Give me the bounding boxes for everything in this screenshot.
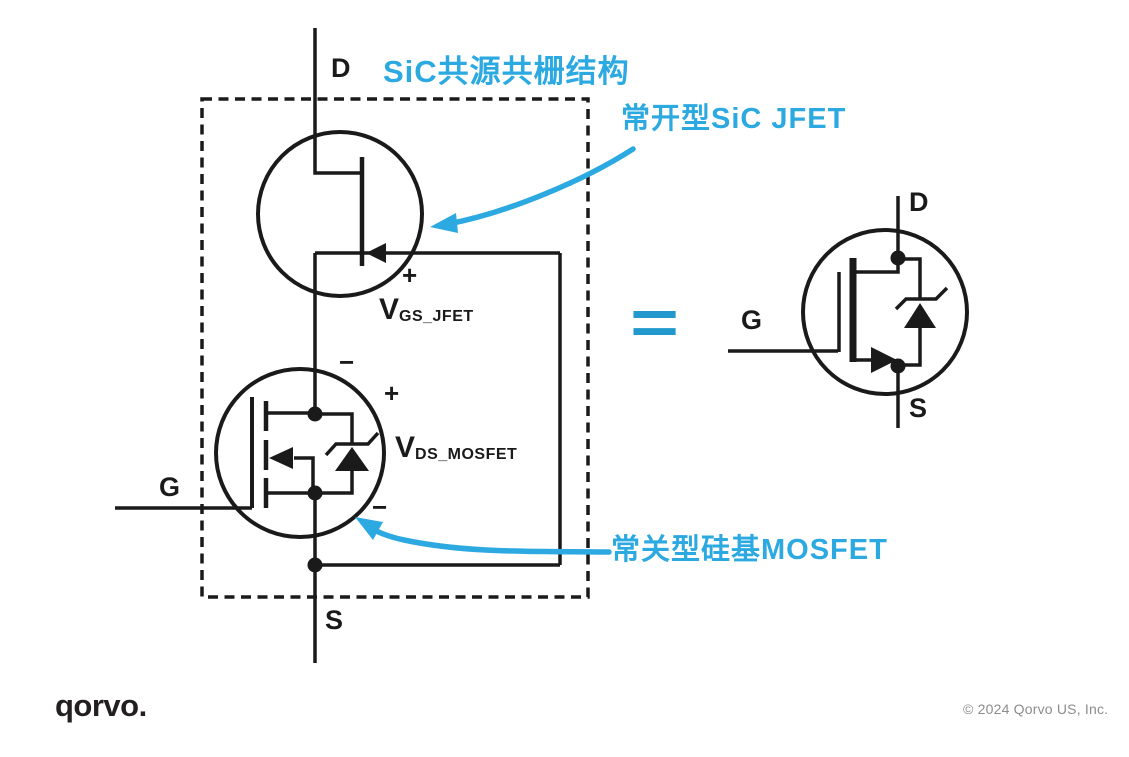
drain-junction-dot: [307, 406, 323, 422]
equivalent-source-arrowhead: [871, 347, 897, 373]
jfet-circle: [256, 130, 424, 298]
equivalent-mosfet-symbol: [728, 196, 969, 428]
cascode-gate-label: G: [159, 472, 181, 502]
vgs-minus-sign: −: [339, 347, 355, 377]
mosfet-pointer-arrowhead: [355, 517, 383, 540]
equivalent-circle: [801, 228, 969, 396]
cascode-source-label: S: [325, 605, 344, 635]
mosfet-body-connect: [294, 456, 315, 493]
bottom-junction-dot: [307, 557, 323, 573]
cascode-dashed-box: [200, 97, 590, 599]
equivalent-diode-top-wire: [898, 257, 922, 298]
equivalent-diode-triangle: [904, 303, 936, 328]
vds-subscript: DS_MOSFET: [415, 446, 518, 463]
body-diode-top-wire: [315, 412, 354, 444]
vds-plus-sign: +: [384, 378, 400, 408]
jfet-drain-lead: [313, 28, 362, 175]
wires: [313, 253, 562, 663]
jfet-pointer-arrow: [430, 146, 636, 233]
equivalent-gate-label: G: [741, 305, 763, 335]
equivalent-drain-dot: [890, 250, 906, 266]
vds-minus-sign: −: [372, 492, 388, 522]
vgs-plus-sign: +: [402, 260, 418, 290]
cascode-title-annotation: SiC共源共栅结构: [383, 54, 630, 89]
body-diode-bottom-wire: [315, 471, 354, 495]
vds-symbol: V: [395, 431, 416, 464]
equivalent-source-dot: [890, 358, 906, 374]
vgs-symbol: V: [379, 293, 400, 326]
mosfet-circle: [214, 367, 386, 539]
jfet-annotation: 常开型SiC JFET: [621, 103, 847, 135]
source-junction-dot: [307, 485, 323, 501]
vgs-subscript: GS_JFET: [399, 308, 474, 325]
jfet-pointer-arrowhead: [430, 213, 458, 233]
body-diode-triangle: [335, 447, 369, 471]
copyright-text: © 2024 Qorvo US, Inc.: [963, 701, 1109, 717]
mosfet-annotation: 常关型硅基MOSFET: [611, 534, 888, 566]
jfet-pointer-curve: [445, 146, 636, 227]
mosfet-symbol: [115, 367, 386, 573]
equals-sign: =: [630, 285, 680, 358]
mosfet-body-arrowhead: [269, 447, 293, 469]
equivalent-source-label: S: [909, 393, 928, 423]
qorvo-logo: qorvo.: [55, 688, 147, 723]
mosfet-pointer-curve: [363, 522, 612, 555]
equivalent-drain-label: D: [909, 187, 929, 217]
equivalent-diode-cathode: [894, 286, 949, 311]
cascode-drain-label: D: [331, 53, 351, 83]
jfet-symbol: [256, 28, 560, 414]
body-diode-cathode: [324, 431, 380, 457]
mosfet-pointer-arrow: [355, 517, 612, 555]
jfet-gate-arrowhead: [366, 243, 386, 263]
